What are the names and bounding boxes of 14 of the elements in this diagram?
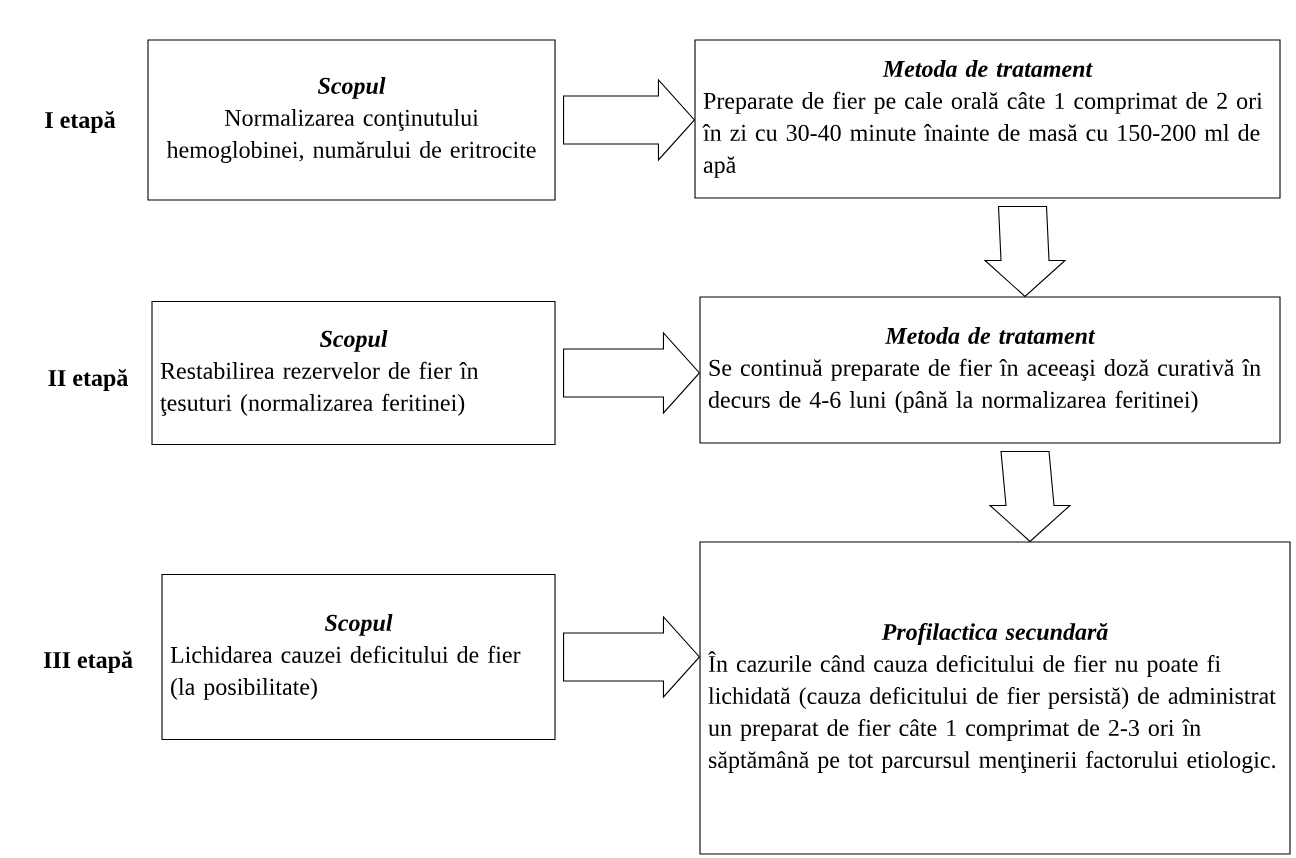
method-box: Metoda de tratament Se continuă preparate de fier în aceeaşi doză curativă în decurs de 4-6 luni (până la normalizarea feritinei) [699,296,1281,444]
method-box: Metoda de tratament Preparate de fier pe cale orală câte 1 comprimat de 2 ori în zi cu 30-40 minute înainte de masă cu 150-200 ml de apă [694,39,1281,199]
method-box: Profilactica secundară În cazurile când cauza deficitului de fier nu poate fi lichidată (cauza deficitului de fier persistă) de administrat un preparat de fier câte 1 comprimat de 2-3 ori în săptămână pe tot parcursul menţinerii factorului etiologic. [699,541,1291,855]
goal-box: Scopul Normalizarea conţinutului hemoglobinei, numărului de eritrocite [147,39,556,201]
goal-box: Scopul Lichidarea cauzei deficitului de fier (la posibilitate) [161,573,556,741]
goal-box: Scopul Restabilirea rezervelor de fier în ţesuturi (normalizarea feritinei) [151,300,556,446]
block-arrow [563,615,701,699]
stage-label: II etapă [48,369,128,391]
stage-label: I etapă [45,111,116,133]
block-arrow [563,78,696,162]
block-arrow [983,206,1067,298]
block-arrow [988,450,1072,543]
stage-label: III etapă [43,651,133,673]
block-arrow [563,331,701,415]
